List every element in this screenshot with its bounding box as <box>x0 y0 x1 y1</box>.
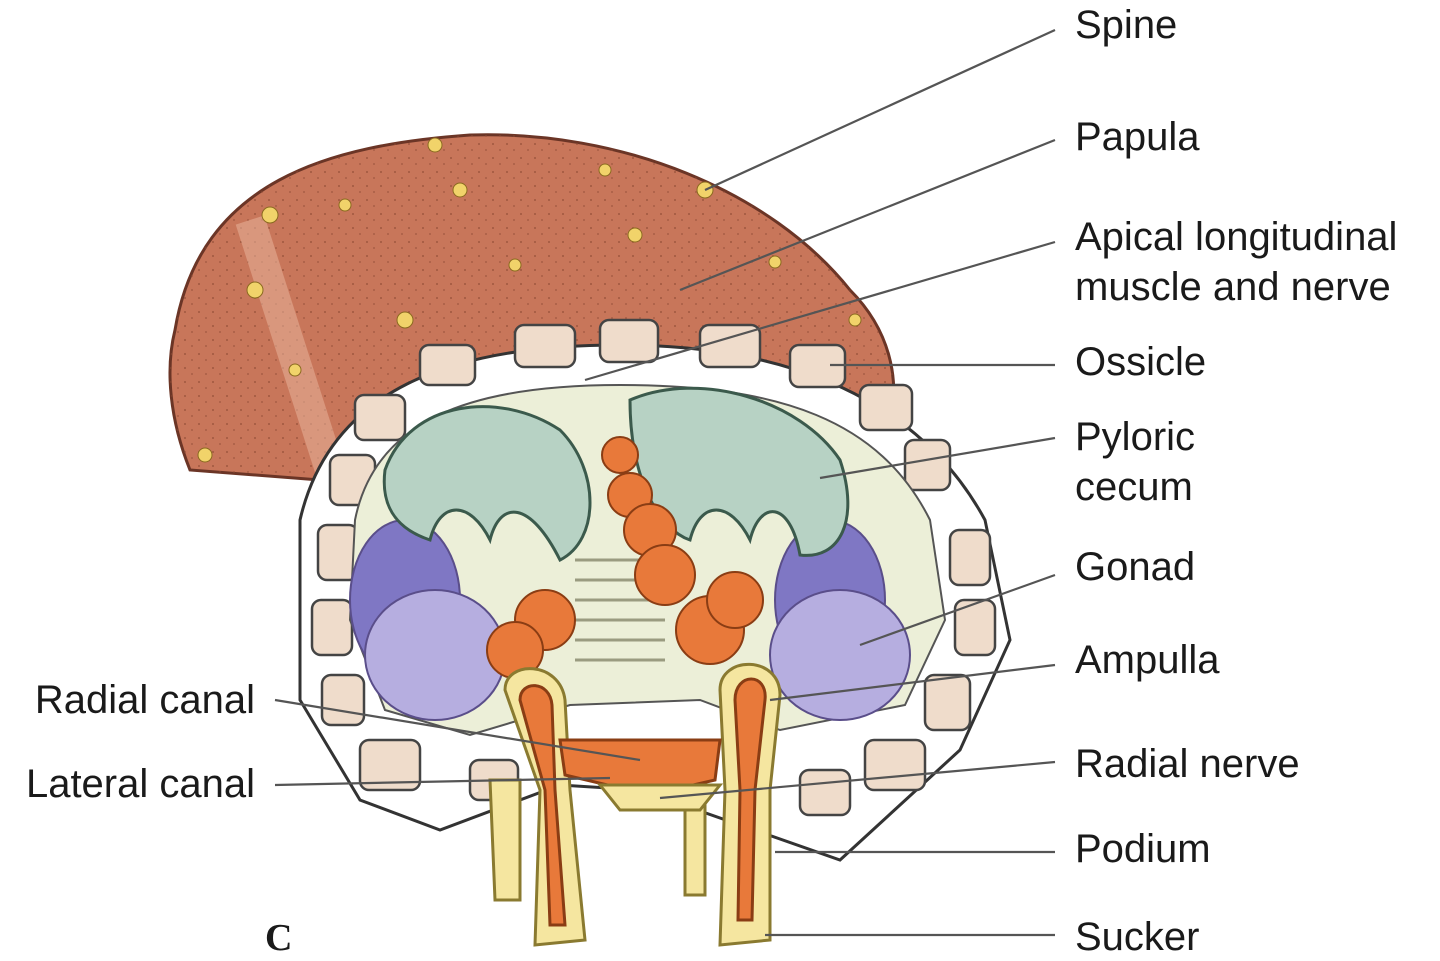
leader-gonad <box>859 573 1056 647</box>
leader-ampulla <box>769 663 1056 702</box>
label-radial-canal: Radial canal <box>35 678 255 722</box>
label-gonad: Gonad <box>1075 545 1195 589</box>
leader-lines <box>274 28 1056 937</box>
label-spine: Spine <box>1075 3 1177 47</box>
leader-radial-nerve <box>659 760 1056 800</box>
label-pyloric-line2: cecum <box>1075 465 1193 509</box>
label-ossicle: Ossicle <box>1075 340 1206 384</box>
leader-apical <box>584 240 1056 382</box>
ossicles <box>310 318 997 817</box>
leader-lateral-canal <box>274 776 611 787</box>
label-lateral-canal: Lateral canal <box>26 762 255 806</box>
leader-papula <box>679 138 1056 292</box>
label-podium: Podium <box>1075 827 1211 871</box>
pyloric-cecum <box>382 386 850 563</box>
label-pyloric-line1: Pyloric <box>1075 415 1195 459</box>
leader-spine <box>704 28 1056 192</box>
panel-letter: C <box>265 917 292 959</box>
label-sucker: Sucker <box>1075 915 1200 959</box>
label-radial-nerve: Radial nerve <box>1075 742 1300 786</box>
leader-radial-canal <box>274 698 641 762</box>
label-papula: Papula <box>1075 115 1200 159</box>
podia <box>488 662 782 947</box>
labels: Spine Papula Apical longitudinal muscle … <box>26 3 1398 959</box>
leader-pyloric <box>819 436 1056 480</box>
ampullae <box>486 436 764 679</box>
label-apical-line1: Apical longitudinal <box>1075 215 1397 259</box>
gonads <box>349 519 911 721</box>
label-apical-line2: muscle and nerve <box>1075 265 1391 309</box>
label-ampulla: Ampulla <box>1075 638 1220 682</box>
